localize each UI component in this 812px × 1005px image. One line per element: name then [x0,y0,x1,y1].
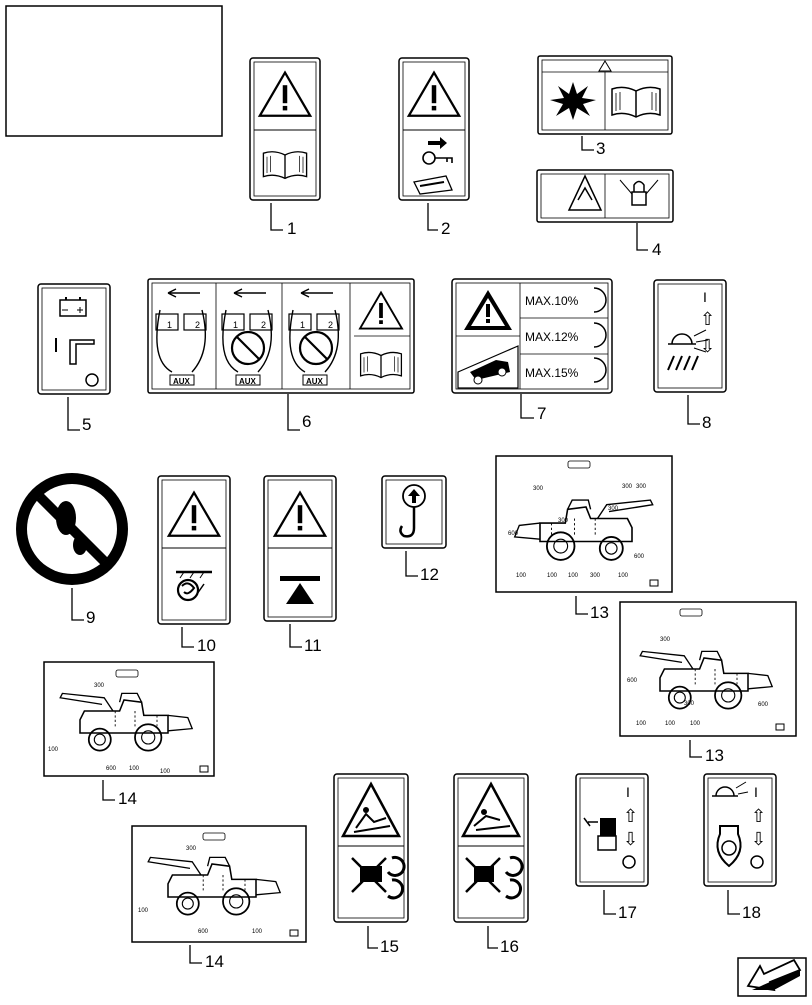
decal-6: 1 2 1 2 1 2 AUX AUX AUX [147,278,415,431]
terminal-label: 2 [195,320,200,330]
indicator-on: I [703,289,707,305]
indicator-up: ⇧ [700,309,715,329]
terminal-label: 1 [233,320,238,330]
callout-1: 1 [287,219,297,238]
decal-4 [536,169,674,251]
terminal-label: 2 [261,320,266,330]
lube-hours: 100 [138,908,149,914]
decal-15 [333,773,409,949]
lube-hours: 100 [690,721,701,727]
aux-label: AUX [239,377,257,386]
lube-hours: 300 [94,683,105,689]
callout-8: 8 [702,413,712,432]
decal-10 [157,475,231,648]
lube-hours: 600 [627,678,638,684]
lube-hours: 300 [590,573,601,579]
decal-9 [16,473,128,621]
lube-hours: 300 [533,486,544,492]
decal-16 [453,773,529,949]
decal-1 [249,57,321,231]
callout-9: 9 [86,608,96,627]
decal-3 [537,55,673,151]
callout-7: 7 [537,404,547,423]
callout-13a: 13 [590,603,609,622]
callout-4: 4 [652,240,662,259]
terminal-label: 2 [328,320,333,330]
callout-3: 3 [596,139,606,158]
decal-2 [398,57,470,231]
decal-12 [381,475,447,577]
slope-limit-3: MAX.15% [525,366,579,380]
indicator-up: ⇧ [623,806,638,826]
decal-8: I ⇧ ⇩ [653,279,727,425]
callout-2: 2 [441,219,451,238]
decal-17: I ⇧ ⇩ [575,773,649,915]
callout-11: 11 [304,636,322,655]
terminal-label: 1 [300,320,305,330]
decal-14a: 300 100 600 100 100 [43,661,215,801]
lube-hours: 300 [186,846,197,852]
decal-18: I ⇧ ⇩ [703,773,777,915]
lube-hours: 300 [558,518,569,524]
callout-5: 5 [82,415,92,434]
lube-hours: 600 [198,929,209,935]
callout-6: 6 [302,412,312,431]
indicator-up: ⇧ [751,806,766,826]
indicator-down: ⇩ [751,829,766,849]
lube-hours: 100 [665,721,676,727]
callout-10: 10 [197,636,216,655]
decal-14b: 300 100 600 100 [131,825,307,964]
lube-hours: 600 [758,702,769,708]
lube-hours: 300 [636,484,647,490]
callout-14b: 14 [205,952,224,971]
next-page-arrow-icon[interactable] [737,957,807,997]
aux-label: AUX [306,377,324,386]
callout-12: 12 [420,565,439,584]
lube-hours: 300 [608,506,619,512]
decal-13b: 300 600 100 300 100 600 100 [619,601,797,758]
lube-hours: 100 [160,769,171,775]
lube-hours: 100 [636,721,647,727]
callout-14a: 14 [118,789,137,808]
decal-13a: 300 300 600 300 100 100 100 300 300 300 … [495,455,673,615]
lube-hours: 600 [634,554,645,560]
decal-7: MAX.10% MAX.12% MAX.15% [451,278,613,419]
decal-11 [263,475,337,648]
slope-limit-2: MAX.12% [525,330,579,344]
lube-hours: 100 [252,929,263,935]
lube-hours: 100 [516,573,527,579]
indicator-down: ⇩ [700,336,715,356]
decal-5 [37,283,111,431]
lube-hours: 300 [622,484,633,490]
indicator-down: ⇩ [623,829,638,849]
lube-hours: 100 [48,747,59,753]
indicator-on: I [626,784,630,800]
lube-hours: 300 [684,701,695,707]
lube-hours: 300 [660,637,671,643]
indicator-on: I [754,784,758,800]
lube-hours: 100 [568,573,579,579]
lube-hours: 100 [547,573,558,579]
callout-17: 17 [618,903,637,922]
blank-frame [5,5,223,137]
callout-18: 18 [742,903,761,922]
lube-hours: 600 [106,766,117,772]
lube-hours: 100 [618,573,629,579]
callout-13b: 13 [705,746,724,765]
lube-hours: 100 [129,766,140,772]
slope-limit-1: MAX.10% [525,294,579,308]
callout-16: 16 [500,937,519,956]
terminal-label: 1 [167,320,172,330]
lube-hours: 600 [508,531,519,537]
callout-15: 15 [380,937,399,956]
aux-label: AUX [173,377,191,386]
